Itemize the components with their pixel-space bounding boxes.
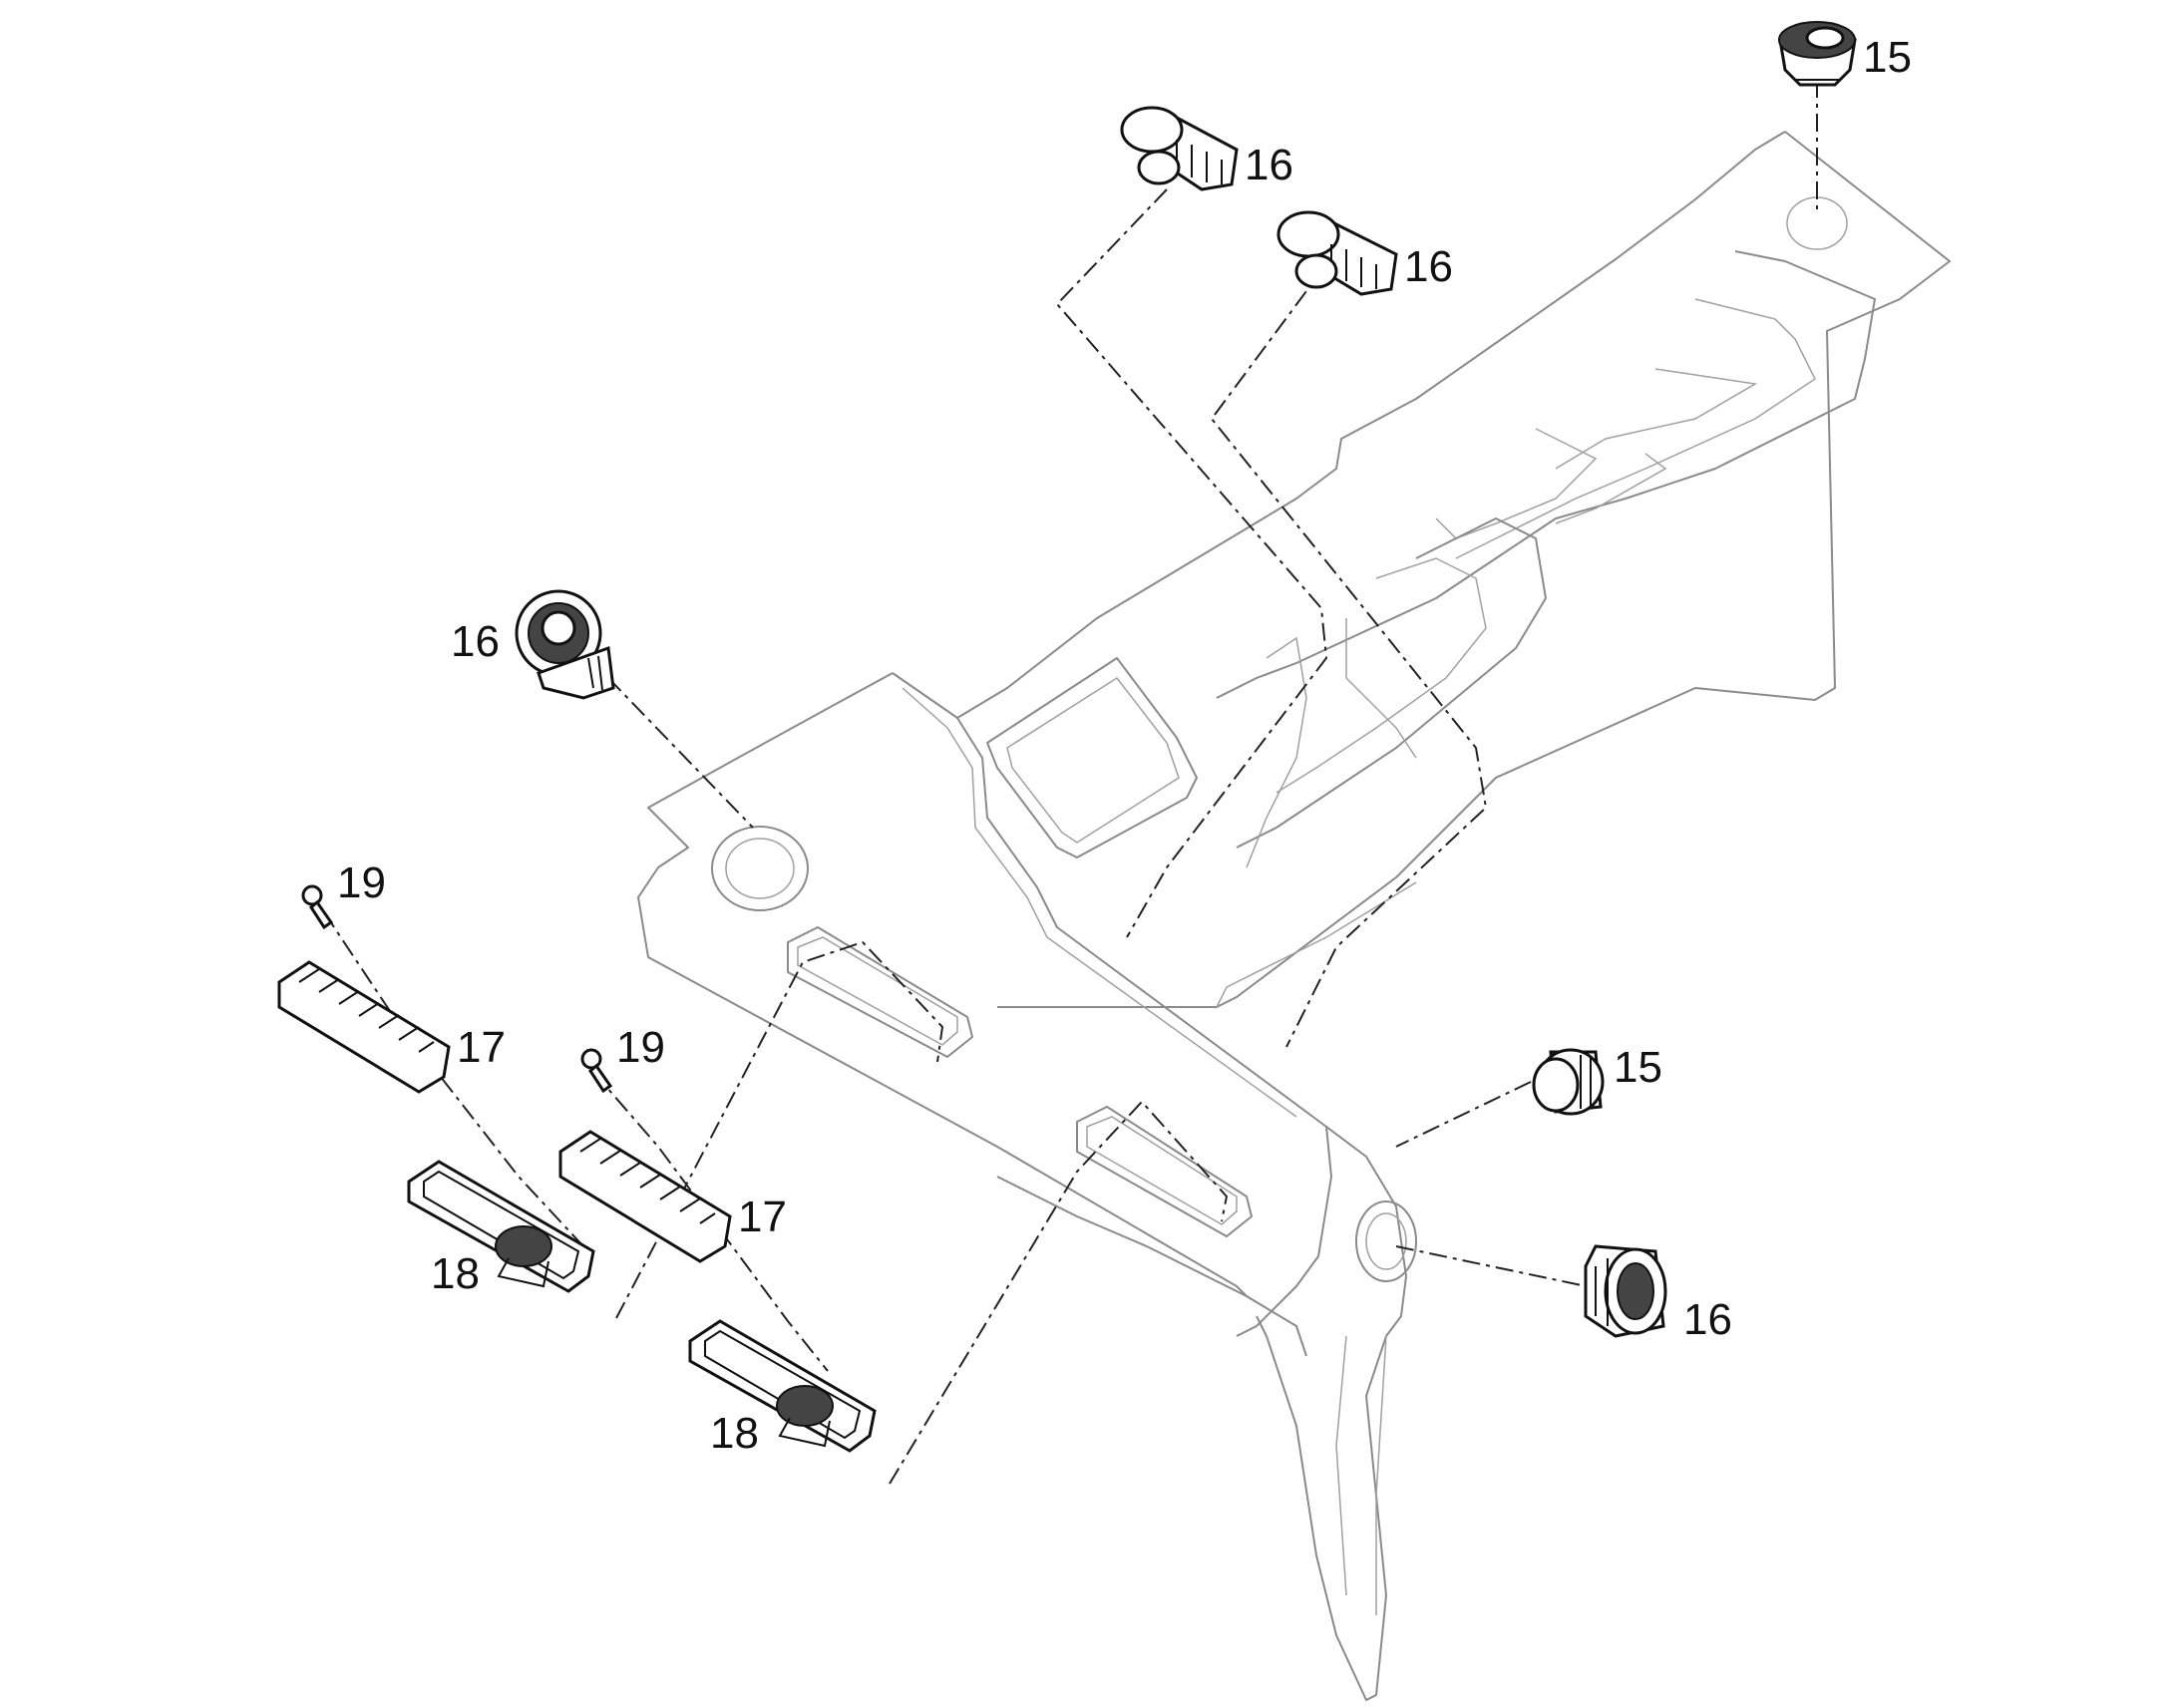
leader-lines [323, 80, 1818, 1485]
center-console-housing [637, 131, 1951, 1701]
screw-part-19-b [580, 1048, 613, 1094]
callout-18-b: 18 [710, 1409, 759, 1458]
housing-part-18-b [688, 1319, 877, 1453]
callout-16-right: 16 [1683, 1295, 1732, 1344]
vent-part-16-upper-b [1276, 210, 1398, 296]
callout-18-a: 18 [431, 1249, 480, 1298]
callout-16-upper-a: 16 [1245, 141, 1293, 189]
knob-part-15-top [1778, 21, 1857, 87]
vent-part-16-right [1584, 1244, 1667, 1338]
screw-part-19-a [301, 884, 334, 930]
callout-19-b: 19 [616, 1023, 665, 1072]
vent-part-16-left [515, 589, 615, 700]
callout-16-upper-b: 16 [1404, 242, 1453, 291]
grille-part-17-b [558, 1130, 732, 1263]
callout-19-a: 19 [337, 858, 386, 907]
housing-part-18-a [407, 1160, 595, 1293]
callout-17-a: 17 [457, 1023, 506, 1072]
callout-labels: 15 16 16 16 19 17 19 17 18 18 15 16 [337, 33, 1912, 1458]
callout-16-left: 16 [451, 617, 500, 666]
grille-part-17-a [277, 960, 451, 1094]
callout-15-right: 15 [1614, 1043, 1662, 1092]
vent-part-16-upper-a [1120, 106, 1239, 191]
callout-17-b: 17 [738, 1193, 787, 1241]
callout-15-top: 15 [1863, 33, 1912, 82]
knob-part-15-right [1532, 1048, 1605, 1116]
